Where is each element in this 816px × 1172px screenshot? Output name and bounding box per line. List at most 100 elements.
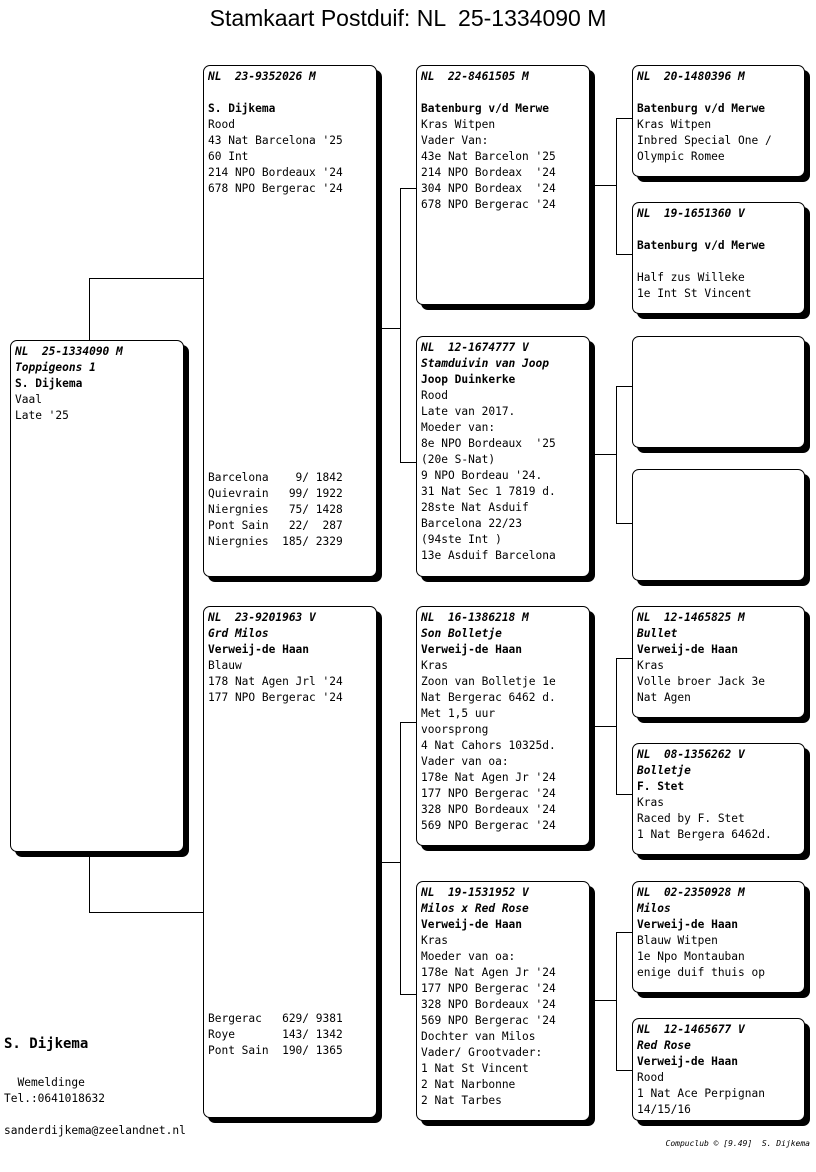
connector-line <box>616 118 633 119</box>
ring-number: NL 12-1674777 V <box>421 341 529 354</box>
breeder-email[interactable]: sanderdijkema@zeelandnet.nl <box>4 1124 186 1137</box>
pigeon-name: Toppigeons 1 <box>15 361 96 374</box>
info-line: 2 Nat Tarbes <box>421 1094 502 1107</box>
connector-line <box>400 188 417 189</box>
info-line: 177 NPO Bergerac '24 <box>421 787 556 800</box>
info-line: 8e NPO Bordeaux '25 <box>421 437 556 450</box>
info-line: Nat Bergerac 6462 d. <box>421 691 556 704</box>
info-line: 304 NPO Bordeax '24 <box>421 182 556 195</box>
race-results: Barcelona 9/ 1842 Quievrain 99/ 1922 Nie… <box>208 470 343 550</box>
grandmother-paternal-card[interactable]: NL 12-1674777 V Stamduivin van Joop Joop… <box>416 336 590 577</box>
race-result: Niergnies 75/ 1428 <box>208 503 343 516</box>
info-line: Olympic Romee <box>637 150 725 163</box>
ring-number: NL 20-1480396 M <box>637 70 745 83</box>
mother-card[interactable]: NL 23-9201963 V Grd Milos Verweij-de Haa… <box>203 606 377 1118</box>
great-grandfather-mf-card[interactable]: NL 12-1465825 M Bullet Verweij-de Haan K… <box>632 606 805 718</box>
info-line: 60 Int <box>208 150 249 163</box>
connector-line <box>400 462 417 463</box>
info-line: Vader/ Grootvader: <box>421 1046 543 1059</box>
great-grandmother-fm-card[interactable] <box>632 469 805 581</box>
info-line: 1 Nat Ace Perpignan <box>637 1087 765 1100</box>
breeder-name: S. Dijkema <box>4 1036 89 1052</box>
owner-name: Batenburg v/d Merwe <box>637 239 765 252</box>
pigeon-name: Milos x Red Rose <box>421 902 529 915</box>
ring-number: NL 12-1465825 M <box>637 611 745 624</box>
info-line: Rood <box>421 389 448 402</box>
connector-line <box>380 328 400 329</box>
ring-number: NL 22-8461505 M <box>421 70 529 83</box>
info-line: Raced by F. Stet <box>637 812 745 825</box>
race-result: Bergerac 629/ 9381 <box>208 1012 343 1025</box>
info-line: 13e Asduif Barcelona <box>421 549 556 562</box>
info-line: 178 Nat Agen Jrl '24 <box>208 675 343 688</box>
info-line: 328 NPO Bordeaux '24 <box>421 803 556 816</box>
great-grandfather-ff-card[interactable]: NL 20-1480396 M Batenburg v/d Merwe Kras… <box>632 65 805 177</box>
ring-number: NL 25-1334090 M <box>15 345 123 358</box>
owner-name: Joop Duinkerke <box>421 373 516 386</box>
info-line: Vader Van: <box>421 134 489 147</box>
great-grandfather-mm-card[interactable]: NL 02-2350928 M Milos Verweij-de Haan Bl… <box>632 881 805 993</box>
info-line: Kras <box>421 934 448 947</box>
info-line: enige duif thuis op <box>637 966 765 979</box>
info-line: 214 NPO Bordeaux '24 <box>208 166 343 179</box>
ring-number: NL 23-9352026 M <box>208 70 316 83</box>
connector-line <box>616 386 617 523</box>
pigeon-name: Grd Milos <box>208 627 269 640</box>
owner-name: Batenburg v/d Merwe <box>637 102 765 115</box>
grandmother-maternal-card[interactable]: NL 19-1531952 V Milos x Red Rose Verweij… <box>416 881 590 1121</box>
great-grandmother-ff-card[interactable]: NL 19-1651360 V Batenburg v/d Merwe Half… <box>632 202 805 314</box>
info-line: 177 NPO Bergerac '24 <box>421 982 556 995</box>
connector-line <box>616 794 633 795</box>
info-line: Inbred Special One / <box>637 134 772 147</box>
breeder-info: S. Dijkema Wemeldinge Tel.:0641018632 sa… <box>4 1035 186 1139</box>
page-title: Stamkaart Postduif: NL 25-1334090 M <box>209 5 607 31</box>
race-result: Pont Sain 190/ 1365 <box>208 1044 343 1057</box>
connector-line <box>616 386 633 387</box>
info-line: 678 NPO Bergerac '24 <box>421 198 556 211</box>
great-grandmother-mm-card[interactable]: NL 12-1465677 V Red Rose Verweij-de Haan… <box>632 1018 805 1121</box>
info-line: voorsprong <box>421 723 489 736</box>
ring-number: NL 19-1531952 V <box>421 886 529 899</box>
info-line: Kras Witpen <box>637 118 712 131</box>
grandfather-paternal-card[interactable]: NL 22-8461505 M Batenburg v/d Merwe Kras… <box>416 65 590 305</box>
connector-line <box>400 722 401 994</box>
owner-name: Verweij-de Haan <box>421 918 523 931</box>
info-line: 328 NPO Bordeaux '24 <box>421 998 556 1011</box>
great-grandmother-mf-card[interactable]: NL 08-1356262 V Bolletje F. Stet Kras Ra… <box>632 743 805 855</box>
pigeon-name: Stamduivin van Joop <box>421 357 549 370</box>
pigeon-name: Bolletje <box>637 764 691 777</box>
info-line: 178e Nat Agen Jr '24 <box>421 771 556 784</box>
info-line: 4 Nat Cahors 10325d. <box>421 739 556 752</box>
info-line <box>637 254 800 270</box>
connector-line <box>616 932 633 933</box>
pigeon-name: Milos <box>637 902 671 915</box>
info-line: Kras <box>637 659 664 672</box>
subject-card[interactable]: NL 25-1334090 M Toppigeons 1 S. Dijkema … <box>10 340 184 852</box>
info-line: 14/15/16 <box>637 1103 691 1116</box>
owner-name: S. Dijkema <box>208 102 276 115</box>
father-card[interactable]: NL 23-9352026 M S. Dijkema Rood 43 Nat B… <box>203 65 377 577</box>
info-line: (94ste Int ) <box>421 533 502 546</box>
race-result: Barcelona 9/ 1842 <box>208 471 343 484</box>
race-result: Pont Sain 22/ 287 <box>208 519 343 532</box>
info-line: Rood <box>208 118 235 131</box>
ring-number: NL 23-9201963 V <box>208 611 316 624</box>
info-line: Kras <box>421 659 448 672</box>
info-line: 1e Int St Vincent <box>637 287 752 300</box>
ring-number: NL 02-2350928 M <box>637 886 745 899</box>
info-line: Met 1,5 uur <box>421 707 496 720</box>
great-grandfather-fm-card[interactable] <box>632 336 805 448</box>
info-line: Kras <box>637 796 664 809</box>
ring-number: NL 19-1651360 V <box>637 207 745 220</box>
info-line: Blauw Witpen <box>637 934 718 947</box>
info-line: 678 NPO Bergerac '24 <box>208 182 343 195</box>
info-line: 177 NPO Bergerac '24 <box>208 691 343 704</box>
connector-line <box>89 278 204 279</box>
connector-line <box>400 722 417 723</box>
info-line: 178e Nat Agen Jr '24 <box>421 966 556 979</box>
owner-name: Verweij-de Haan <box>421 643 523 656</box>
grandfather-maternal-card[interactable]: NL 16-1386218 M Son Bolletje Verweij-de … <box>416 606 590 846</box>
connector-line <box>616 254 633 255</box>
owner-name: S. Dijkema <box>15 377 83 390</box>
breeder-phone: Tel.:0641018632 <box>4 1092 106 1105</box>
